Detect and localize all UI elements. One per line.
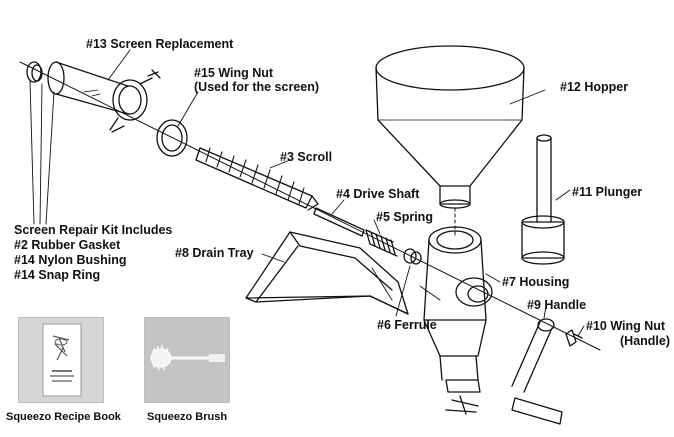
screen-shape (47, 61, 161, 133)
repair-kit-title: Screen Repair Kit Includes (14, 223, 173, 237)
handle-shape (511, 318, 563, 425)
label-spring: #5 Spring (376, 210, 433, 224)
label-screen-replacement: #13 Screen Replacement (86, 37, 234, 51)
label-wing-nut-screen-note: (Used for the screen) (194, 80, 320, 94)
label-wing-nut-handle-note: (Handle) (620, 334, 670, 348)
accessory-label-recipe-book: Squeezo Recipe Book (6, 411, 121, 423)
brush-photo (144, 317, 230, 403)
wing-nut-handle-shape (565, 329, 583, 347)
housing-shape (419, 226, 493, 415)
repair-kit-item: #14 Nylon Bushing (14, 253, 127, 267)
label-wing-nut-handle: #10 Wing Nut (586, 319, 666, 333)
hopper-shape (375, 45, 525, 237)
snap-ring-shape (26, 61, 43, 83)
plunger-shape (521, 134, 565, 265)
label-hopper: #12 Hopper (560, 80, 629, 94)
label-drain-tray: #8 Drain Tray (175, 246, 254, 260)
recipe-book-photo (18, 317, 104, 403)
label-wing-nut-screen: #15 Wing Nut (194, 66, 274, 80)
label-drive-shaft: #4 Drive Shaft (336, 187, 420, 201)
label-plunger: #11 Plunger (572, 185, 643, 199)
ferrule-shape (403, 248, 422, 265)
label-scroll: #3 Scroll (280, 150, 333, 164)
repair-kit-item: #14 Snap Ring (14, 268, 101, 282)
drive-shaft-shape (313, 207, 365, 237)
label-housing: #7 Housing (502, 275, 570, 289)
drain-tray-shape (245, 231, 409, 315)
accessory-label-brush: Squeezo Brush (147, 411, 228, 423)
repair-kit-item: #2 Rubber Gasket (14, 238, 121, 252)
assembly-axis (19, 61, 601, 351)
label-ferrule: #6 Ferrule (377, 318, 437, 332)
spring-shape (365, 229, 398, 257)
rubber-gasket-shape (156, 119, 188, 157)
scroll-shape (195, 147, 319, 211)
label-handle: #9 Handle (527, 298, 587, 312)
